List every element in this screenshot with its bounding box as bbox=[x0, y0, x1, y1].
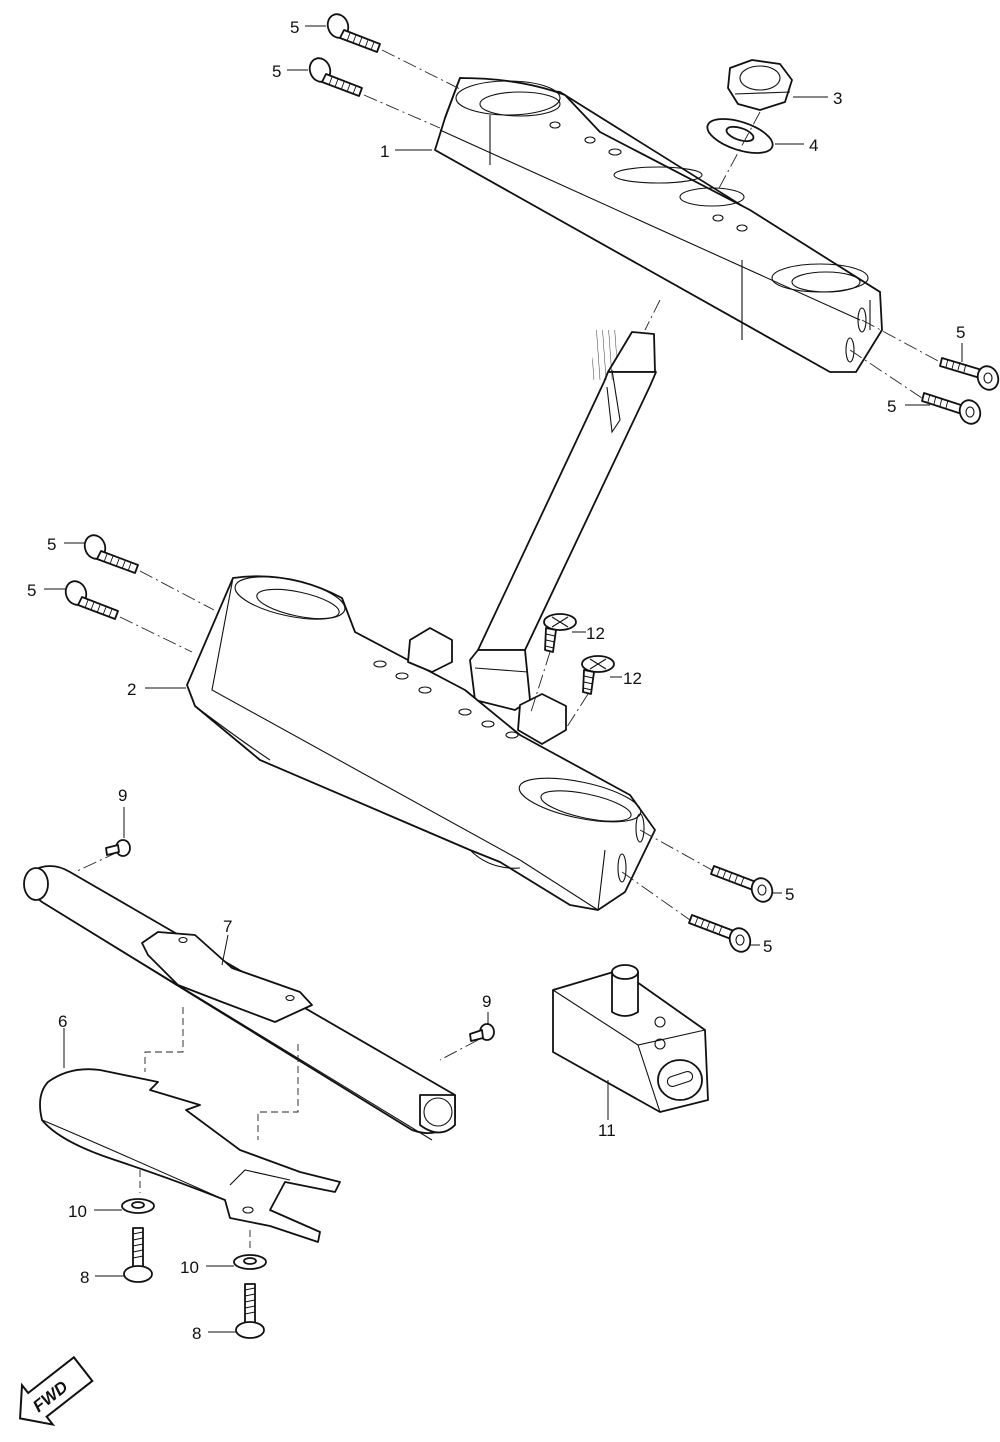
callout-7: 7 bbox=[223, 917, 232, 936]
screw-12-lower bbox=[581, 655, 615, 695]
callout-2: 2 bbox=[127, 680, 136, 699]
callout-8: 8 bbox=[192, 1324, 201, 1343]
upper-triple-clamp bbox=[434, 77, 883, 373]
stem-nut bbox=[727, 59, 793, 111]
callout-5: 5 bbox=[887, 397, 896, 416]
callout-12: 12 bbox=[623, 669, 642, 688]
callout-9: 9 bbox=[118, 786, 127, 805]
assembly-guides bbox=[139, 1007, 299, 1252]
callout-5: 5 bbox=[290, 18, 299, 37]
screw-12-upper bbox=[543, 613, 577, 653]
bolt-8-right bbox=[235, 1283, 265, 1339]
washer-10-right bbox=[233, 1254, 267, 1270]
bolts-5 bbox=[64, 13, 1000, 953]
callout-10: 10 bbox=[180, 1258, 199, 1277]
callout-5: 5 bbox=[763, 937, 772, 956]
callout-10: 10 bbox=[68, 1202, 87, 1221]
steering-lock-block bbox=[552, 964, 709, 1113]
callout-1: 1 bbox=[380, 142, 389, 161]
callout-8: 8 bbox=[80, 1268, 89, 1287]
callout-5: 5 bbox=[272, 62, 281, 81]
callout-labels: 5 5 3 4 1 5 5 5 5 12 12 2 9 5 5 7 9 6 11… bbox=[27, 18, 965, 1343]
callout-9: 9 bbox=[482, 992, 491, 1011]
alignment-lines bbox=[74, 49, 941, 1061]
callout-3: 3 bbox=[833, 89, 842, 108]
callout-11: 11 bbox=[598, 1121, 616, 1140]
bracket-plate bbox=[141, 931, 313, 1023]
lower-triple-clamp bbox=[186, 575, 656, 911]
fwd-arrow-icon: FWD bbox=[19, 1355, 94, 1427]
bolt-8-left bbox=[123, 1227, 153, 1283]
callout-5: 5 bbox=[27, 581, 36, 600]
callout-6: 6 bbox=[58, 1012, 67, 1031]
stem-washer bbox=[706, 118, 774, 154]
washer-10-left bbox=[121, 1198, 155, 1214]
callout-4: 4 bbox=[809, 136, 818, 155]
leader-lines bbox=[44, 25, 963, 1333]
steering-stem bbox=[469, 330, 657, 711]
callout-5: 5 bbox=[956, 323, 965, 342]
callout-12: 12 bbox=[586, 624, 605, 643]
mount-bracket bbox=[39, 1068, 341, 1243]
callout-5: 5 bbox=[47, 535, 56, 554]
screw-9-right bbox=[469, 1023, 495, 1042]
callout-5: 5 bbox=[785, 885, 794, 904]
screw-9-left bbox=[105, 839, 131, 857]
